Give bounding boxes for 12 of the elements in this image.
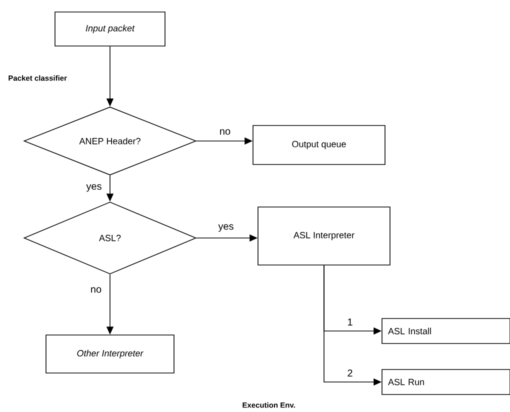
- edge-label: no: [218, 128, 232, 136]
- process-box: Output queue: [252, 125, 386, 165]
- process-box: Input packet: [54, 12, 166, 46]
- edge-label: yes: [217, 223, 235, 233]
- process-box: ASL Run: [382, 369, 510, 395]
- process-box: Other Interpreter: [46, 334, 174, 374]
- process-box: ASL Interpreter: [258, 206, 390, 266]
- process-box: ASL Install: [382, 318, 510, 344]
- edge-label: 2: [346, 368, 354, 378]
- edge-label: no: [89, 286, 103, 294]
- edge-label: 1: [346, 318, 354, 326]
- edge-label: yes: [85, 183, 103, 193]
